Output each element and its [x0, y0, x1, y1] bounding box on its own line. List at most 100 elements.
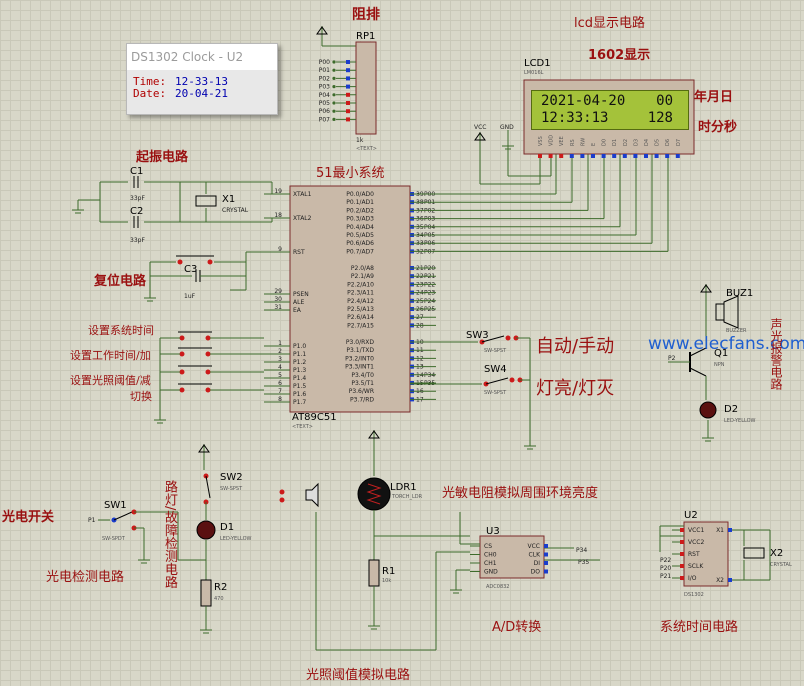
r1-ref: R1: [382, 566, 395, 577]
lcd-pin-marker: [591, 154, 595, 158]
label-mcu-sys: 51最小系统: [316, 166, 385, 181]
rp1-pin-marker: [346, 92, 350, 97]
junction-dot: [332, 117, 336, 121]
lcd-ref: LCD1: [524, 58, 551, 69]
rp1-pin-label: P02: [319, 75, 330, 82]
u3-left-pin: GND: [484, 569, 498, 576]
reset-circuit[interactable]: C3 1uF: [144, 251, 290, 302]
u1-right-pin-name: P0.0/AD0: [346, 191, 374, 198]
lcd-pin-label: D3: [633, 139, 639, 146]
push-buttons[interactable]: [154, 331, 264, 424]
u2-model: DS1302: [684, 592, 704, 598]
u2-pin-marker: [728, 528, 732, 532]
lamp-circuit[interactable]: SW2 SW-SPST SW1 SW-SPDT P1 D1 LED-YELLOW…: [88, 444, 319, 634]
q1-ref: Q1: [714, 348, 728, 359]
u2-pin-marker: [680, 540, 684, 544]
u1-right-pin-name: P3.3/INT1: [345, 364, 374, 371]
lcd-pin-marker: [580, 154, 585, 158]
u3-ref: U3: [486, 526, 500, 537]
u1-right-pin-name: P2.3/A11: [347, 290, 374, 297]
date-label: Date:: [133, 87, 167, 100]
label-guangdian: 光电开关: [2, 510, 55, 525]
lcd-pin-label: D2: [623, 139, 629, 146]
u1-left-pin-num: 4: [278, 364, 282, 371]
label-hms: 时分秒: [698, 120, 738, 135]
lcd-pin-label: VDD: [549, 135, 555, 146]
lcd-pin-marker: [601, 154, 606, 158]
u1-right-pin-name: P2.0/A8: [351, 265, 374, 272]
lcd-pin-label: D6: [665, 139, 671, 146]
label-set-work-time: 设置工作时间/加: [70, 349, 151, 362]
rp1-pin-marker: [346, 68, 350, 73]
label-sys-time: 系统时间电路: [660, 620, 739, 635]
u1-left-pin-name: XTAL1: [293, 191, 312, 198]
u1-left-pin-name: ALE: [293, 299, 304, 306]
lcd-pin-label: D4: [644, 139, 650, 146]
u1-left-pin-num: 5: [278, 372, 282, 379]
lcd-line1-right: 00: [656, 93, 673, 109]
lcd-pin-label: D0: [602, 139, 608, 146]
u1-right-pin-name: P0.7/AD7: [346, 248, 374, 255]
u1-left-pin-num: 1: [278, 340, 282, 347]
u3-pin-marker: [544, 552, 548, 557]
r1-value: 10k: [382, 578, 391, 584]
button-contact: [205, 335, 211, 341]
rp1-pin-label: P04: [319, 92, 330, 99]
u1-left-pin-name: RST: [293, 249, 305, 256]
sw2-ref: SW2: [220, 472, 243, 483]
ds1302-clock-popup[interactable]: DS1302 Clock - U2 Time:12-33-13 Date:20-…: [126, 43, 278, 115]
vcc-label: VCC: [474, 124, 486, 131]
oscillator-circuit[interactable]: C1 33pF C2 33pF X1 CRYSTAL: [72, 166, 290, 244]
lcd-pin-marker: [612, 154, 617, 158]
lcd-pin-marker: [644, 154, 648, 158]
u1-left-pin-num: 2: [278, 348, 282, 355]
u3-pin-marker: [544, 544, 548, 548]
rp1-pin-label: P05: [319, 100, 330, 107]
alarm-circuit[interactable]: BUZ1 BUZZER Q1 NPN P2 D2 LED-YELLOW: [668, 284, 756, 442]
u2-pin-marker: [680, 552, 684, 556]
junction-dot: [332, 76, 336, 80]
label-light-onoff: 灯亮/灯灭: [536, 378, 615, 399]
u1-model: AT89C51: [292, 412, 337, 423]
rp1-pin-label: P06: [319, 108, 330, 115]
u1-left-pin-name: P1.6: [293, 391, 306, 398]
c2-ref: C2: [130, 206, 143, 217]
u2-left-pin: SCLK: [688, 563, 704, 570]
sw4-type: SW-SPST: [484, 390, 507, 396]
x1-type: CRYSTAL: [222, 207, 249, 214]
buz1-ref: BUZ1: [726, 288, 753, 299]
button-contact: [179, 387, 185, 393]
u3-net-p35: P35: [578, 559, 589, 566]
label-sound-alarm: 声光报警电路: [769, 318, 783, 390]
label-threshold: 光照阈值模拟电路: [306, 668, 411, 683]
popup-body: Time:12-33-13 Date:20-04-21: [127, 70, 277, 100]
label-lcd-circuit: lcd显示电路: [574, 16, 646, 31]
ldr1-ref: LDR1: [390, 482, 417, 493]
u1-right-pin-name: P0.2/AD2: [346, 207, 374, 214]
ldr1-type: TORCH_LDR: [391, 494, 423, 500]
u3-right-pin: VCC: [528, 543, 540, 550]
sw4-ref: SW4: [484, 364, 507, 375]
button-contact: [205, 369, 211, 375]
c3-value: 1uF: [184, 293, 196, 300]
u1-right-pin-name: P3.7/RD: [350, 396, 374, 403]
rp1-value: 1k: [356, 137, 364, 144]
label-ad: A/D转换: [492, 620, 542, 635]
u1-right-pin-name: P2.7/A15: [347, 322, 374, 329]
x2-ref: X2: [770, 548, 783, 559]
c1-value: 33pF: [130, 195, 145, 202]
rp1-ref: RP1: [356, 31, 375, 42]
u2-net-p21: P21: [660, 573, 671, 580]
lcd-pin-marker: [538, 154, 542, 158]
d2-type: LED-YELLOW: [724, 418, 756, 424]
lcd-pin-marker: [675, 154, 680, 158]
lcd-pin-label: D1: [612, 139, 618, 146]
u1-left-pin-num: 6: [278, 380, 282, 387]
popup-title[interactable]: DS1302 Clock - U2: [127, 44, 277, 70]
u3-pin-marker: [544, 561, 548, 565]
sw3-sw4[interactable]: SW3 SW-SPST SW4 SW-SPST: [410, 330, 536, 450]
rp1-pin-label: P00: [319, 59, 330, 66]
